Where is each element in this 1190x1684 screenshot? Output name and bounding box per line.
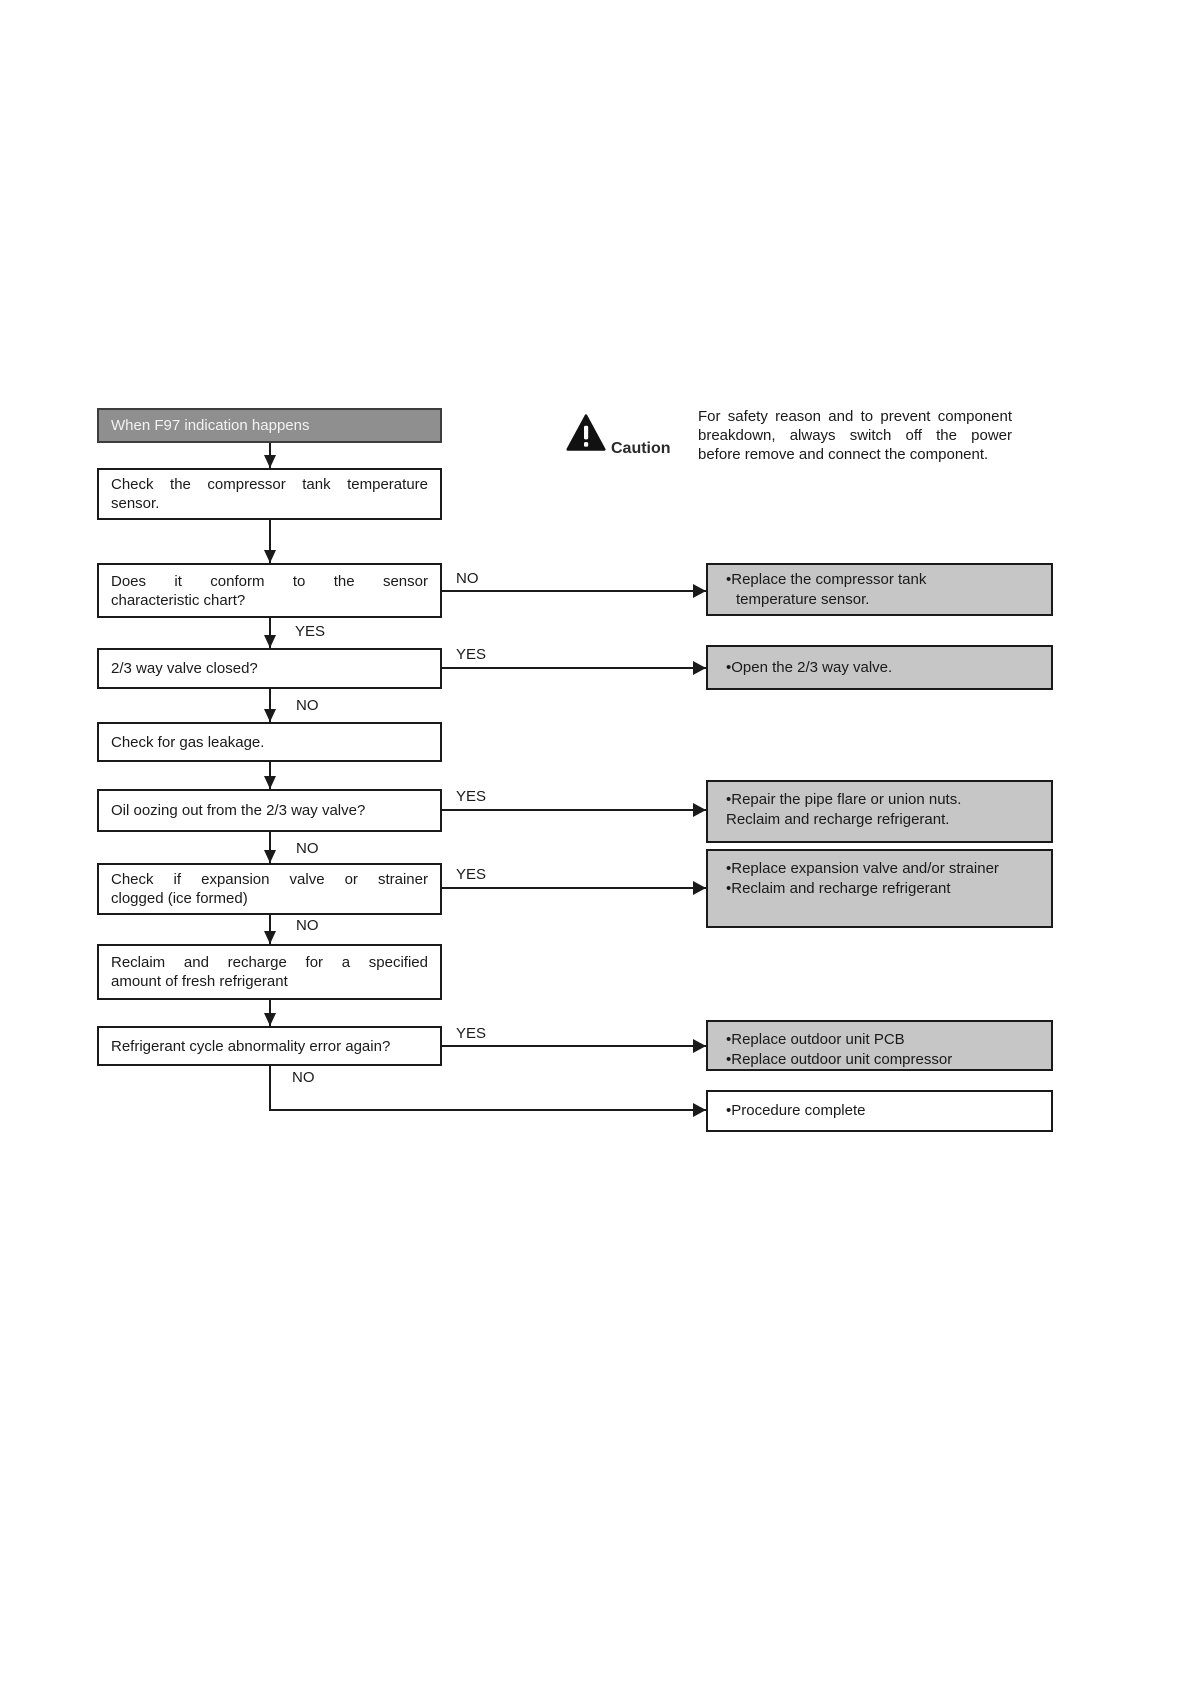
branch-label-no: NO [296, 697, 319, 714]
step-text-line: Reclaim and recharge for a specified [111, 954, 428, 971]
arrow-expansion-yes-to-replace-expansion [442, 881, 706, 895]
branch-label-no: NO [292, 1069, 315, 1086]
step-text-line: characteristic chart? [111, 591, 246, 609]
start-box: When F97 indication happens [97, 408, 442, 443]
step-reclaim-recharge-box: Reclaim and recharge for a specified amo… [97, 944, 442, 1000]
action-text-line: •Replace outdoor unit PCB [726, 1031, 905, 1048]
action-text-line: temperature sensor. [736, 590, 870, 608]
step-text-line: sensor. [111, 495, 160, 512]
decision-expansion-clogged-box: Check if expansion valve or strainer clo… [97, 863, 442, 915]
action-text-line: •Reclaim and recharge refrigerant [726, 880, 951, 897]
branch-label-yes: YES [456, 1025, 487, 1042]
step-text-line: 2/3 way valve closed? [111, 660, 258, 677]
step-text-line: amount of fresh refrigerant [111, 973, 288, 990]
branch-label-yes: YES [295, 623, 326, 640]
action-text-line: •Open the 2/3 way valve. [726, 658, 893, 676]
step-text-line: Check for gas leakage. [111, 733, 265, 751]
caution-warning-icon [566, 414, 606, 451]
decision-valve-closed-box: 2/3 way valve closed? [97, 648, 442, 689]
connector-cycle-error-no-down [269, 1066, 271, 1111]
branch-label-yes: YES [456, 866, 487, 883]
step-text-line: clogged (ice formed) [111, 890, 248, 907]
arrow-start-to-check-sensor [264, 443, 276, 468]
arrow-expansion-no-down [264, 915, 276, 944]
action-replace-pcb-box: •Replace outdoor unit PCB •Replace outdo… [706, 1020, 1053, 1071]
arrow-valve-yes-to-open-valve [442, 661, 706, 675]
arrow-reclaim-to-cycle-error [264, 1000, 276, 1026]
caution-label: Caution [611, 440, 671, 457]
arrow-oil-yes-to-repair-pipe [442, 803, 706, 817]
step-gas-leakage-box: Check for gas leakage. [97, 722, 442, 762]
action-text-line: •Replace outdoor unit compressor [726, 1051, 953, 1068]
action-replace-sensor-box: •Replace the compressor tank temperature… [706, 563, 1053, 616]
action-replace-expansion-box: •Replace expansion valve and/or strainer… [706, 849, 1053, 928]
action-text-line: •Replace the compressor tank [726, 570, 927, 588]
decision-cycle-error-box: Refrigerant cycle abnormality error agai… [97, 1026, 442, 1066]
arrow-conform-no-to-replace-sensor [442, 584, 706, 598]
branch-label-no: NO [456, 570, 479, 587]
arrow-gas-leakage-to-oil-oozing [264, 762, 276, 789]
step-text-line: Refrigerant cycle abnormality error agai… [111, 1037, 391, 1055]
step-check-sensor-box: Check the compressor tank temperature se… [97, 468, 442, 520]
action-text-line: •Procedure complete [726, 1102, 866, 1119]
caution-text-line: breakdown, always switch off the power [698, 427, 1012, 444]
arrow-oil-no-down [264, 832, 276, 863]
arrow-cycle-error-no-to-procedure-complete [269, 1103, 706, 1117]
action-repair-pipe-box: •Repair the pipe flare or union nuts. Re… [706, 780, 1053, 843]
action-text-line: Reclaim and recharge refrigerant. [726, 811, 950, 828]
step-text-line: Check if expansion valve or strainer [111, 871, 428, 888]
arrow-cycle-error-yes-to-replace-pcb [442, 1039, 706, 1053]
step-text-line: Check the compressor tank temperature [111, 476, 428, 493]
decision-conform-chart-box: Does it conform to the sensor characteri… [97, 563, 442, 618]
action-procedure-complete-box: •Procedure complete [706, 1090, 1053, 1132]
decision-oil-oozing-box: Oil oozing out from the 2/3 way valve? [97, 789, 442, 832]
action-text-line: •Replace expansion valve and/or strainer [726, 860, 999, 877]
arrow-check-sensor-to-conform [264, 520, 276, 563]
caution-text-line: before remove and connect the component. [698, 446, 989, 463]
branch-label-no: NO [296, 840, 319, 857]
action-open-valve-box: •Open the 2/3 way valve. [706, 645, 1053, 690]
arrow-valve-no-down [264, 689, 276, 722]
branch-label-yes: YES [456, 788, 487, 805]
action-text-line: •Repair the pipe flare or union nuts. [726, 791, 962, 808]
caution-text-line: For safety reason and to prevent compone… [698, 408, 1012, 425]
branch-label-yes: YES [456, 646, 487, 663]
caution-text: For safety reason and to prevent compone… [698, 407, 1012, 464]
branch-label-no: NO [296, 917, 319, 934]
arrow-conform-yes-down [264, 618, 276, 648]
step-text-line: Does it conform to the sensor [111, 572, 428, 590]
step-text-line: Oil oozing out from the 2/3 way valve? [111, 802, 366, 819]
